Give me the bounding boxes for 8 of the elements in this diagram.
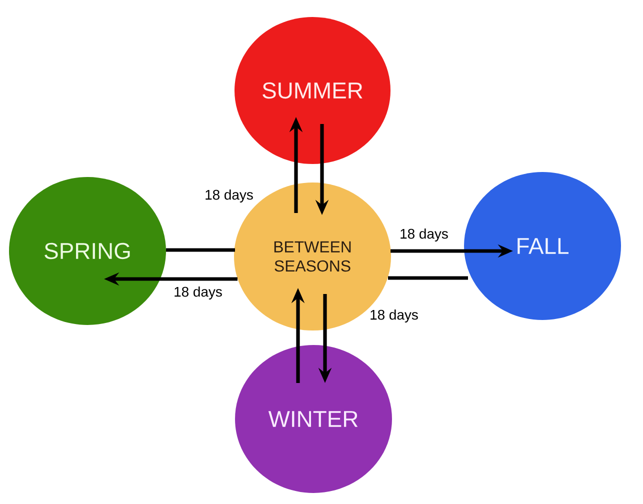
edge-label: 18 days xyxy=(400,228,448,242)
edge-label: 18 days xyxy=(174,286,222,300)
circle-node: SUMMER xyxy=(234,17,390,164)
circle-node: FALL xyxy=(464,172,621,320)
connector-line xyxy=(388,276,468,280)
circle-node: SPRING xyxy=(9,177,166,325)
connector-line xyxy=(166,248,235,252)
circle-node: WINTER xyxy=(235,345,392,493)
